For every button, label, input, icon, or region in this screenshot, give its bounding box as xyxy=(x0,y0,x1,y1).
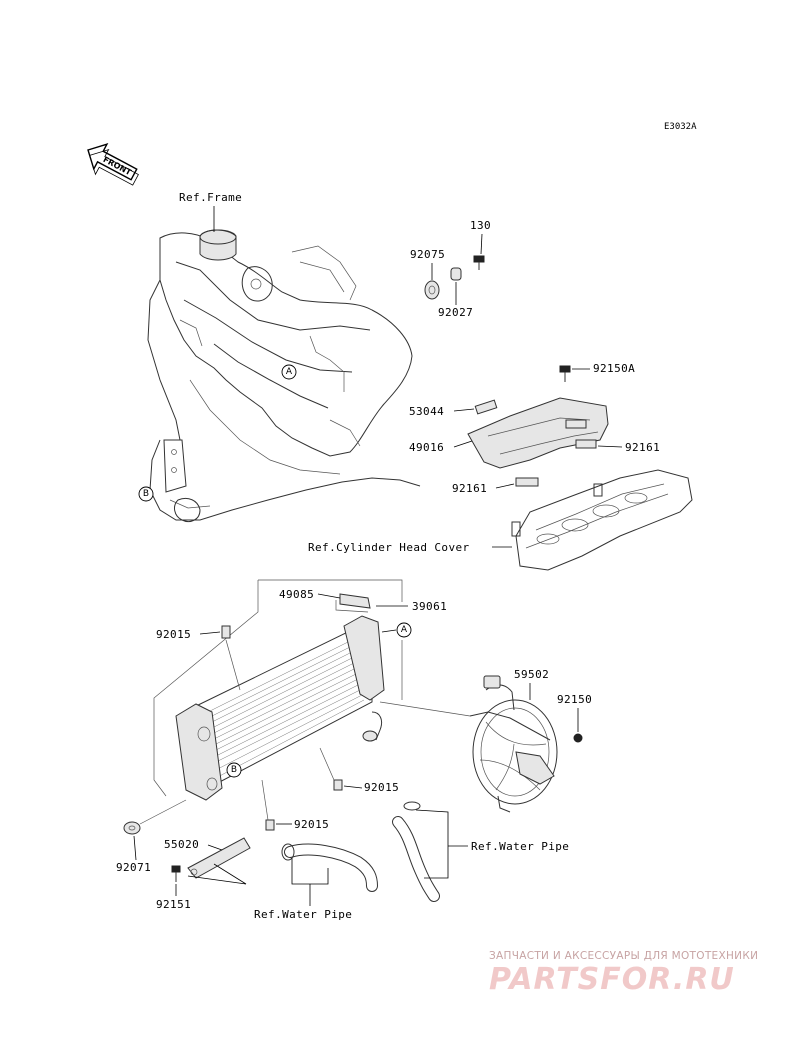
label-130: 130 xyxy=(470,219,491,232)
collar-92027-part xyxy=(450,267,462,281)
label-59502: 59502 xyxy=(514,668,549,681)
label-92015-top: 92015 xyxy=(156,628,191,641)
label-92027: 92027 xyxy=(438,306,473,319)
watermark-tagline: ЗАПЧАСТИ И АКСЕССУАРЫ ДЛЯ МОТОТЕХНИКИ xyxy=(489,950,759,962)
water-hose-left xyxy=(281,843,378,892)
bolt-92150A-part xyxy=(559,365,571,382)
clip-92015-top-part xyxy=(221,625,231,639)
label-ref-water-pipe-right: Ref.Water Pipe xyxy=(471,840,569,853)
callout-b-frame: B xyxy=(138,486,154,502)
clip-92015-mid-part xyxy=(333,779,343,791)
label-ref-water-pipe-bottom: Ref.Water Pipe xyxy=(254,908,352,921)
bracket-55020-part xyxy=(187,837,251,879)
label-92075: 92075 xyxy=(410,248,445,261)
label-49016: 49016 xyxy=(409,441,444,454)
grommet-92075-part xyxy=(424,280,440,300)
frame-drawing xyxy=(147,229,421,523)
water-hose-right xyxy=(392,801,440,902)
fan-59502-part xyxy=(469,675,558,813)
cylinder-head-cover-drawing xyxy=(511,469,693,571)
callout-a-radiator: A xyxy=(396,622,412,638)
label-92071: 92071 xyxy=(116,861,151,874)
clip-92015-low-part xyxy=(265,819,275,831)
label-92151: 92151 xyxy=(156,898,191,911)
damper-92161-left-part xyxy=(515,477,539,487)
grommet-92071-part xyxy=(123,821,141,835)
svg-text:B: B xyxy=(143,489,149,499)
damper-92161-right-part xyxy=(575,439,597,449)
watermark-logo: PARTSFOR.RU xyxy=(489,962,735,997)
label-ref-frame: Ref.Frame xyxy=(179,191,242,204)
bolt-92151-part xyxy=(171,865,181,882)
front-arrow-icon: FRONT xyxy=(87,143,139,186)
label-92150: 92150 xyxy=(557,693,592,706)
callout-a-frame: A xyxy=(281,364,297,380)
svg-text:A: A xyxy=(286,367,293,377)
label-92015-mid: 92015 xyxy=(364,781,399,794)
label-92150A: 92150A xyxy=(593,362,635,375)
label-92015-low: 92015 xyxy=(294,818,329,831)
svg-text:B: B xyxy=(231,765,237,775)
bolt-92150-part xyxy=(573,733,583,743)
radiator-39061-part xyxy=(175,593,385,801)
label-ref-cylinder-head-cover: Ref.Cylinder Head Cover xyxy=(308,541,470,554)
label-55020: 55020 xyxy=(164,838,199,851)
label-49085: 49085 xyxy=(279,588,314,601)
diagram-code: E3032A xyxy=(664,122,697,132)
cover-49016-part xyxy=(467,397,609,469)
label-92161-left: 92161 xyxy=(452,482,487,495)
callout-b-radiator: B xyxy=(226,762,242,778)
label-53044: 53044 xyxy=(409,405,444,418)
bolt-130-part xyxy=(473,255,485,270)
svg-text:A: A xyxy=(401,625,408,635)
label-92161-right: 92161 xyxy=(625,441,660,454)
label-39061: 39061 xyxy=(412,600,447,613)
damper-53044-part xyxy=(474,399,498,415)
